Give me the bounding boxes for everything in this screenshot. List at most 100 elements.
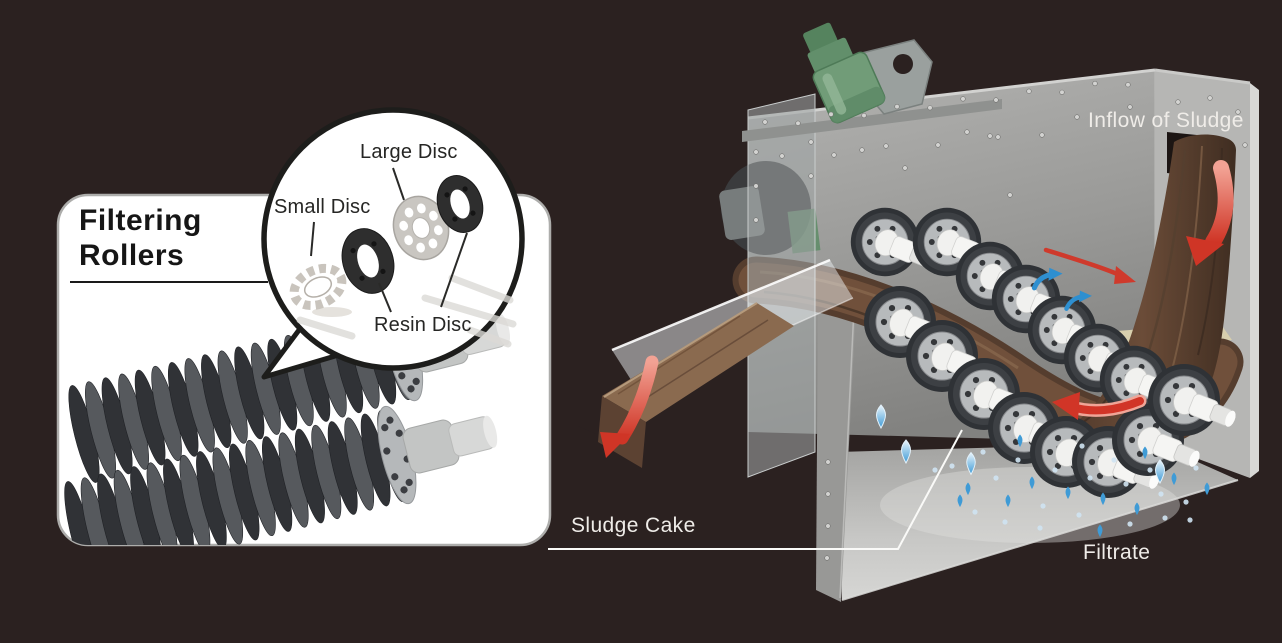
rivet (1207, 95, 1213, 101)
rivet (902, 165, 908, 171)
flange-hole (400, 486, 408, 494)
filtrate-drop-icon (966, 451, 976, 476)
inflow-arrow-icon (1186, 160, 1234, 266)
sludge-flow-arrow-icon (1043, 247, 1136, 284)
disc-hole (470, 210, 476, 216)
filtrate-droplet-icon (1111, 457, 1117, 463)
filtrate-droplet-icon (1005, 494, 1011, 508)
filtrate-droplet-icon (993, 475, 999, 481)
filtrate-droplet-icon (1097, 524, 1103, 538)
rivet (1125, 82, 1131, 88)
rivet (1007, 192, 1013, 198)
filtrate-droplet-icon (1087, 475, 1093, 481)
rivet (993, 97, 999, 103)
filtrate-droplet-icon (980, 449, 986, 455)
rivet (935, 142, 941, 148)
filtrate-droplet-icon (957, 494, 963, 508)
rivet (779, 153, 785, 159)
rivet (861, 112, 867, 119)
filtrate-droplet-icon (1183, 499, 1189, 505)
filtrate-droplet-icon (1193, 465, 1199, 471)
flange-hole (386, 416, 394, 424)
rivet (987, 133, 993, 139)
gear-motor (803, 22, 886, 124)
rivet (859, 147, 865, 153)
flange-hole (398, 372, 406, 380)
filtrate-droplet-icon (932, 467, 938, 473)
filtrate-droplet-icon (1158, 491, 1164, 497)
filtrate-droplet-icon (1029, 476, 1035, 490)
rivet (995, 134, 1001, 140)
filtrate-droplet-icon (965, 482, 971, 496)
filtrate-droplet-icon (1187, 517, 1193, 523)
filtrate-droplet-icon (1127, 521, 1133, 527)
filtrate-droplet-icon (949, 463, 955, 469)
rivet (883, 143, 889, 149)
panel-title: Filtering Rollers (79, 203, 202, 273)
filtrate-droplet-icon (1052, 467, 1058, 473)
flange-hole (412, 377, 420, 385)
filtrate-droplet-icon (1065, 486, 1071, 500)
disc-hole (429, 210, 438, 221)
rivet (960, 96, 966, 102)
filtrate-drop-icon (901, 439, 911, 465)
disc-hole (416, 203, 426, 214)
rivet (831, 152, 837, 158)
rivet (894, 103, 900, 110)
filtrate-drop-icon (1155, 459, 1165, 485)
filtrate-droplet-icon (1142, 446, 1148, 460)
rivet (964, 129, 970, 135)
filtrate-droplet-icon (1015, 457, 1021, 463)
disc-hole (452, 216, 458, 222)
callout-leader-lines (310, 167, 468, 313)
filtrate-droplet-icon (1147, 467, 1153, 473)
disc-hole (350, 248, 356, 254)
machine-illustration (578, 22, 1259, 602)
disc-hole (380, 268, 386, 274)
disc-hole (462, 186, 468, 192)
filtrate-droplet-icon (1076, 512, 1082, 518)
disc-hole (428, 238, 438, 249)
disc-hole (371, 241, 377, 247)
panel-title-line2: Rollers (79, 239, 185, 272)
roller-hub (1137, 426, 1200, 467)
sludge-flow-arrow-icon (1052, 392, 1147, 420)
rivet (762, 119, 768, 125)
filtrate-droplet-icon (1100, 492, 1106, 506)
filtrate-droplet-icon (1040, 503, 1046, 509)
rivet (1092, 80, 1098, 87)
flange-hole (391, 473, 399, 481)
flange-hole (381, 424, 389, 432)
rivet (1175, 99, 1181, 105)
rivet (1039, 132, 1045, 138)
sludge-cake-leader-line (548, 429, 963, 550)
splash-arrow-icon (1031, 267, 1063, 291)
disc-hole (433, 225, 443, 236)
rivet (753, 149, 759, 155)
rivet (808, 139, 814, 145)
disc-hole (359, 275, 365, 281)
disc-hole (444, 192, 450, 198)
filtrate-droplet-icon (1002, 519, 1008, 525)
rivet (825, 523, 831, 529)
rivet (828, 111, 834, 117)
filtrate-droplet-icon (1134, 502, 1140, 516)
rivet (825, 491, 831, 497)
disc-hole (416, 242, 426, 253)
filtrate-droplet-icon (1171, 472, 1177, 486)
roller-hub (1173, 386, 1236, 427)
rivet (753, 217, 759, 223)
filtrate-droplet-icon (1204, 482, 1210, 496)
rivet (927, 105, 933, 111)
rivet (824, 555, 830, 561)
large-disc-icon (392, 195, 450, 261)
rivet (1242, 142, 1248, 148)
flange-hole (407, 385, 415, 393)
title-underline (70, 281, 268, 283)
panel-title-line1: Filtering (79, 204, 202, 237)
splash-arrow-icon (1064, 290, 1092, 311)
disc-hole (404, 235, 413, 246)
filtrate-drop-icon (876, 404, 886, 430)
filter-roller (1148, 364, 1236, 436)
